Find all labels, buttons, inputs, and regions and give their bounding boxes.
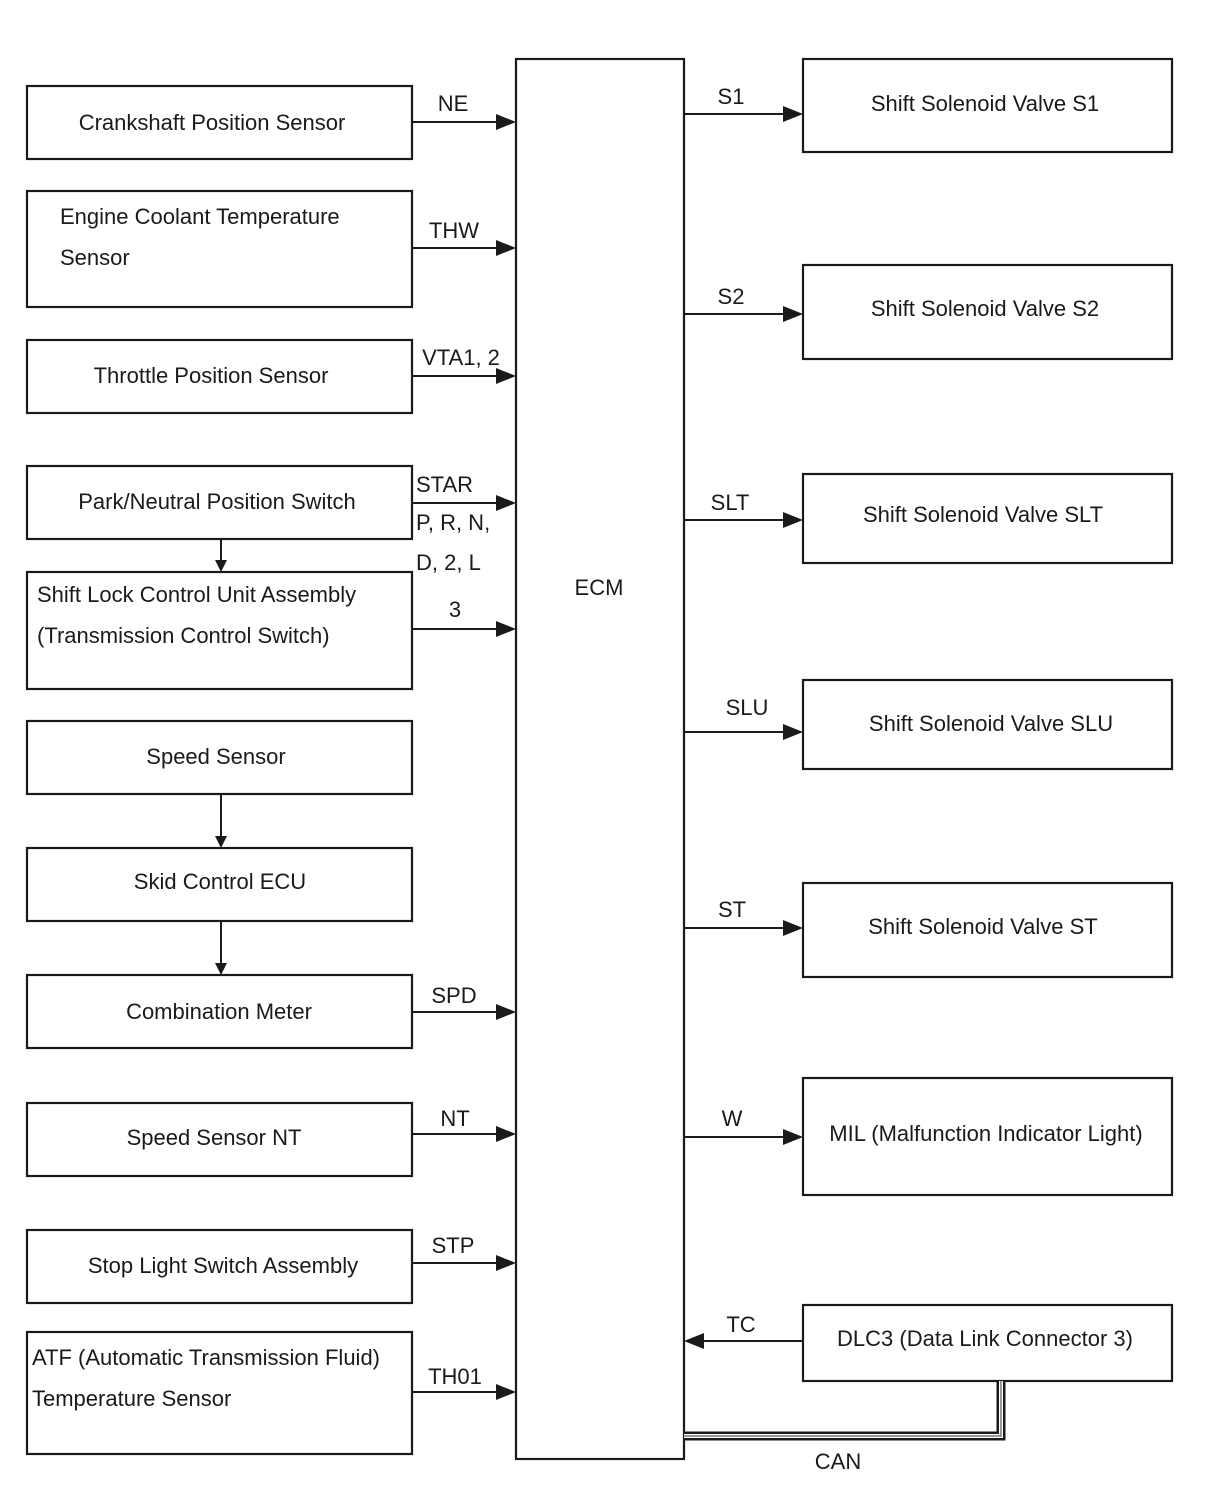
output-box-dlc3 [801, 1303, 1174, 1383]
signal-s1: S1 [718, 84, 745, 109]
arrow-s1 [783, 106, 803, 122]
arrow-pn-to-shiftlock [215, 560, 227, 572]
signal-slt: SLT [711, 490, 750, 515]
output-label-dlc3: DLC3 (Data Link Connector 3) [837, 1326, 1133, 1351]
arrow-th01 [496, 1384, 516, 1400]
input-box-crankshaft [25, 84, 414, 161]
output-label-slu: Shift Solenoid Valve SLU [869, 711, 1113, 736]
input-box-shift-lock [25, 570, 414, 691]
output-box-st [801, 881, 1174, 979]
signal-nt: NT [440, 1106, 469, 1131]
signal-s2: S2 [718, 284, 745, 309]
arrow-star [496, 495, 516, 511]
output-box-s2 [801, 263, 1174, 361]
input-box-skid-ecu [25, 846, 414, 923]
output-box-mil [801, 1076, 1174, 1197]
ecm-label: ECM [575, 575, 624, 600]
input-box-atf-temp [25, 1330, 414, 1456]
arrow-3 [496, 621, 516, 637]
arrow-stp [496, 1255, 516, 1271]
input-label-atf-temp-1: ATF (Automatic Transmission Fluid) [32, 1345, 380, 1370]
input-label-speed-sensor-nt: Speed Sensor NT [127, 1125, 302, 1150]
arrow-slt [783, 512, 803, 528]
input-box-throttle [25, 338, 414, 415]
output-box-slt [801, 472, 1174, 565]
signal-stp: STP [432, 1233, 475, 1258]
input-box-stop-light [25, 1228, 414, 1305]
output-box-slu [801, 678, 1174, 771]
arrow-skid-to-meter [215, 963, 227, 975]
output-box-s1 [801, 57, 1174, 154]
input-label-coolant-1: Engine Coolant Temperature [60, 204, 340, 229]
signal-prn: P, R, N, [416, 510, 490, 535]
input-label-stop-light: Stop Light Switch Assembly [88, 1253, 358, 1278]
input-box-coolant [25, 189, 414, 309]
arrow-speed-to-skid [215, 836, 227, 848]
input-label-combination-meter: Combination Meter [126, 999, 312, 1024]
arrow-nt [496, 1126, 516, 1142]
signal-spd: SPD [431, 983, 476, 1008]
output-label-s2: Shift Solenoid Valve S2 [871, 296, 1099, 321]
output-label-slt: Shift Solenoid Valve SLT [863, 502, 1103, 527]
signal-vta: VTA1, 2 [422, 345, 500, 370]
signal-slu: SLU [726, 695, 769, 720]
input-label-park-neutral: Park/Neutral Position Switch [78, 489, 356, 514]
signal-th01: TH01 [428, 1364, 482, 1389]
arrow-thw [496, 240, 516, 256]
signal-ne: NE [438, 91, 469, 116]
input-label-crankshaft: Crankshaft Position Sensor [79, 110, 346, 135]
signal-st: ST [718, 897, 746, 922]
output-label-mil: MIL (Malfunction Indicator Light) [829, 1121, 1142, 1146]
arrow-spd [496, 1004, 516, 1020]
signal-w: W [722, 1106, 743, 1131]
input-label-coolant-2: Sensor [60, 245, 130, 270]
arrow-vta [496, 368, 516, 384]
input-box-speed-sensor [25, 719, 414, 796]
arrow-w [783, 1129, 803, 1145]
input-box-park-neutral [25, 464, 414, 541]
input-label-speed-sensor: Speed Sensor [146, 744, 285, 769]
input-label-atf-temp-2: Temperature Sensor [32, 1386, 231, 1411]
ecm-block [514, 57, 686, 1461]
arrow-tc [684, 1333, 704, 1349]
input-label-shift-lock-2: (Transmission Control Switch) [37, 623, 330, 648]
can-bus-line [684, 1381, 1006, 1441]
can-bus-label: CAN [815, 1449, 861, 1474]
input-box-speed-sensor-nt [25, 1101, 414, 1178]
signal-thw: THW [429, 218, 479, 243]
arrow-slu [783, 724, 803, 740]
signal-d2l: D, 2, L [416, 550, 481, 575]
arrow-st [783, 920, 803, 936]
signal-tc: TC [726, 1312, 755, 1337]
arrow-ne [496, 114, 516, 130]
input-label-skid-ecu: Skid Control ECU [134, 869, 306, 894]
output-label-st: Shift Solenoid Valve ST [868, 914, 1098, 939]
arrow-s2 [783, 306, 803, 322]
output-label-s1: Shift Solenoid Valve S1 [871, 91, 1099, 116]
input-label-shift-lock-1: Shift Lock Control Unit Assembly [37, 582, 356, 607]
input-box-combination-meter [25, 973, 414, 1050]
input-label-throttle: Throttle Position Sensor [94, 363, 329, 388]
signal-star: STAR [416, 472, 473, 497]
signal-3: 3 [449, 597, 461, 622]
